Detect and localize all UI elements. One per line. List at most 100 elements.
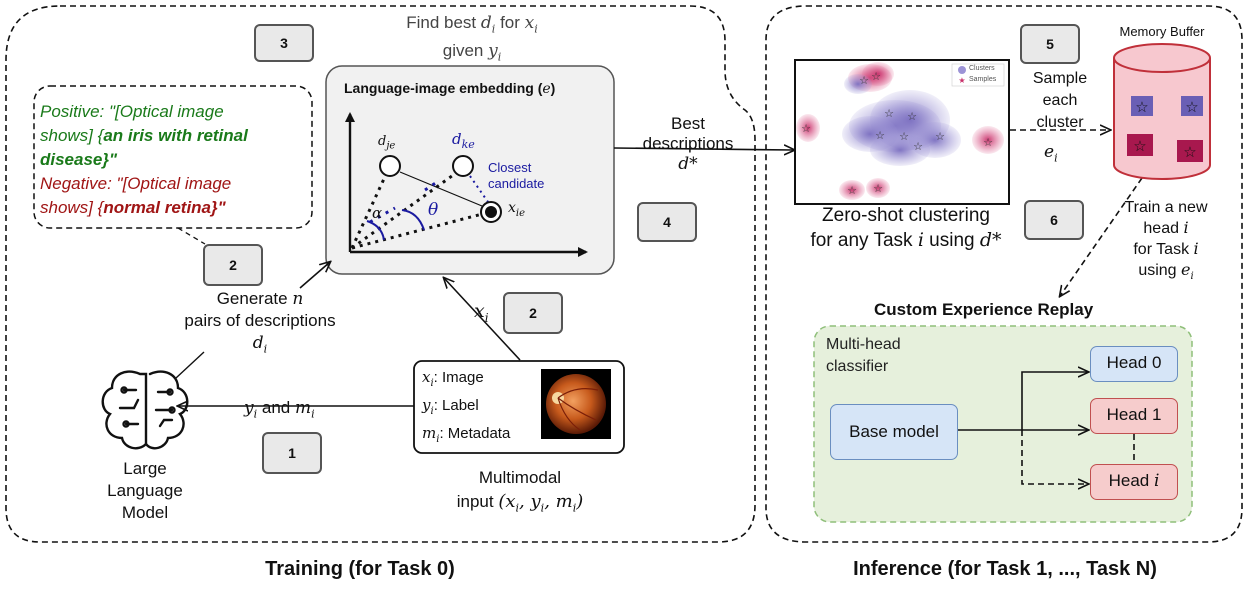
sample-line2: each <box>1042 92 1078 109</box>
multimodal-tuple: (xi, yi, mi) <box>498 491 584 515</box>
svg-text:☆: ☆ <box>859 75 869 87</box>
cer-title: Custom Experience Replay <box>874 300 1094 319</box>
positive-description: Positive: "[Optical image shows] {an iri… <box>40 100 248 172</box>
head-1-box: Head 1 <box>1090 398 1178 434</box>
inference-panel <box>765 5 1243 543</box>
yi-var: y <box>244 398 254 418</box>
closest-candidate-label: Closest candidate <box>488 160 544 192</box>
train-line4-e: e <box>1181 260 1191 279</box>
step-badge-5: 5 <box>1020 24 1080 64</box>
find-best-y: y <box>488 41 498 62</box>
input-row-image-text: : Image <box>433 369 484 386</box>
label-xie: xie <box>508 200 525 219</box>
arrow-buffer-to-cer <box>1060 177 1143 296</box>
cluster-pink-bottom-b <box>866 178 890 198</box>
positive-line2a: shows] { <box>40 126 104 145</box>
memory-buffer-label: Memory Buffer <box>1119 24 1205 39</box>
generate-d: d <box>252 333 264 353</box>
label-dke-sub: ke <box>461 138 475 151</box>
arrow-best-descriptions <box>613 148 794 150</box>
head-i-var: i <box>1153 471 1160 491</box>
embedding-title: Language-image embedding (e) <box>344 80 555 97</box>
base-model-box: Base model <box>830 404 958 460</box>
svg-text:☆: ☆ <box>1133 138 1146 155</box>
sample-line3: cluster <box>1036 114 1084 131</box>
sample-stars: ☆ ☆ ☆ ☆ ☆ ☆ ☆ ☆ ☆ ☆ ☆ ☆ <box>801 71 993 197</box>
svg-text:☆: ☆ <box>801 123 811 135</box>
svg-text:☆: ☆ <box>935 131 945 143</box>
label-theta: θ <box>428 200 439 220</box>
training-panel <box>5 5 756 543</box>
head-i-text: Head <box>1108 471 1150 490</box>
svg-text:☆: ☆ <box>1135 99 1148 116</box>
input-row-metadata-var: m <box>422 424 437 442</box>
point-xie-core <box>485 206 497 218</box>
label-dje-d: d <box>378 134 387 149</box>
step-badge-2-right: 2 <box>503 292 563 334</box>
zero-shot-line2: for any Task <box>810 230 913 251</box>
train-line3-i: i <box>1193 239 1199 258</box>
find-best-given: given <box>442 41 484 61</box>
mi-var: m <box>294 398 312 418</box>
ray-dke <box>351 166 464 250</box>
zero-shot-i: i <box>917 229 924 251</box>
buffer-sample-3 <box>1127 134 1153 156</box>
head-i-box: Head i <box>1090 464 1178 500</box>
llm-line2: Language <box>107 481 183 500</box>
step-badge-6: 6 <box>1024 200 1084 240</box>
point-dje <box>379 155 401 177</box>
find-best-y-sub: i <box>497 50 502 64</box>
generate-line1: Generate <box>216 289 288 308</box>
negative-line2c: }" <box>211 198 226 217</box>
label-dje: dje <box>378 134 395 152</box>
find-best-text: Find best <box>406 13 477 32</box>
sample-line1: Sample <box>1032 70 1088 87</box>
input-row-image-var: x <box>422 368 431 386</box>
legend-sample-marker: ★ <box>958 76 965 85</box>
input-row-image: xi: Image <box>422 368 484 389</box>
svg-text:☆: ☆ <box>899 131 909 143</box>
train-head-label: Train a new head i for Task i using ei <box>1096 198 1236 287</box>
label-alpha: α <box>372 204 383 222</box>
closest-candidate-line2: candidate <box>488 176 545 191</box>
generate-descriptions-label: Generate n pairs of descriptions di <box>170 288 350 360</box>
generate-n: n <box>292 289 304 309</box>
buffer-sample-2 <box>1181 96 1203 116</box>
theta-arc <box>401 209 425 231</box>
svg-text:☆: ☆ <box>1185 99 1198 116</box>
negative-line1: Negative: "[Optical image <box>40 174 232 193</box>
svg-text:☆: ☆ <box>871 71 881 83</box>
zero-shot-caption: Zero-shot clustering for any Task i usin… <box>776 204 1036 253</box>
descriptions-box <box>33 85 313 229</box>
input-row-label-var: y <box>422 396 431 414</box>
find-best-d-sub: i <box>491 22 496 36</box>
best-desc-line1: Best <box>670 114 706 133</box>
generate-line2: pairs of descriptions <box>184 311 336 330</box>
base-to-heads <box>958 372 1088 431</box>
train-line1: Train a new <box>1124 199 1208 216</box>
positive-line1: Positive: "[Optical image <box>40 102 224 121</box>
legend-cluster-marker <box>958 66 966 74</box>
step-badge-2-left: 2 <box>203 244 263 286</box>
memory-buffer-top <box>1113 43 1211 73</box>
xi-arrow-x: x <box>474 300 485 322</box>
best-desc-line2: descriptions <box>642 134 734 153</box>
multi-head-line1: Multi-head <box>826 336 901 353</box>
step-badge-4: 4 <box>637 202 697 242</box>
label-dke: dke <box>452 130 475 151</box>
input-row-label: yi: Label <box>422 396 479 417</box>
ray-dje <box>350 167 391 249</box>
zero-shot-d: d* <box>979 229 1002 251</box>
multi-head-label: Multi-head classifier <box>826 334 901 378</box>
descriptions-connector <box>177 227 206 245</box>
link-dje-xie <box>399 171 483 207</box>
negative-line2a: shows] { <box>40 198 104 217</box>
find-best-caption: Find best di for xi given yi <box>362 12 582 69</box>
input-row-label-text: : Label <box>433 397 479 414</box>
multimodal-input-label: Multimodal input (xi, yi, mi) <box>420 466 620 521</box>
negative-line2b: normal retina <box>103 198 212 217</box>
embedding-title-var: e <box>542 81 551 97</box>
svg-text:☆: ☆ <box>983 137 993 149</box>
xi-arrow-sub: i <box>484 310 489 325</box>
svg-text:☆: ☆ <box>913 141 923 153</box>
